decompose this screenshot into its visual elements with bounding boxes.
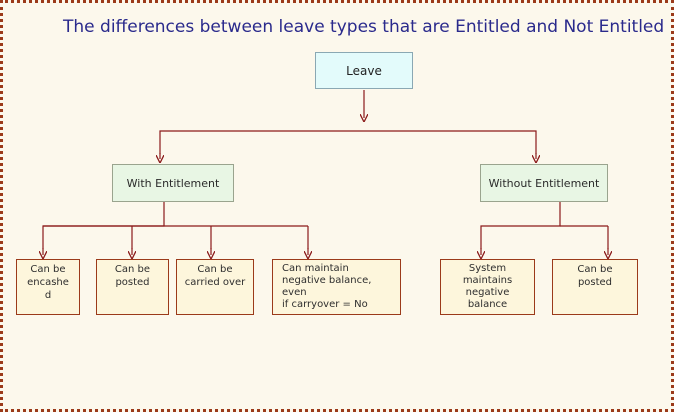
- leaf-system-maintains-negative-balance: System maintains negative balance: [440, 259, 535, 315]
- leaf-can-be-posted-2: Can be posted: [552, 259, 638, 315]
- diagram-title: The differences between leave types that…: [63, 17, 665, 37]
- leaf-can-be-carried-over: Can be carried over: [176, 259, 254, 315]
- leaf-can-be-posted: Can be posted: [96, 259, 169, 315]
- connector-lines: [3, 90, 671, 409]
- branch-connector: [159, 130, 537, 154]
- leaf-can-be-encashed: Can be encashe d: [16, 259, 80, 315]
- node-leave: Leave: [315, 52, 413, 89]
- node-without-entitlement: Without Entitlement: [480, 164, 608, 202]
- without-entitlement-connector: [480, 202, 561, 249]
- node-with-entitlement: With Entitlement: [112, 164, 234, 202]
- leaf-can-maintain-negative-balance: Can maintain negative balance, even if c…: [272, 259, 401, 315]
